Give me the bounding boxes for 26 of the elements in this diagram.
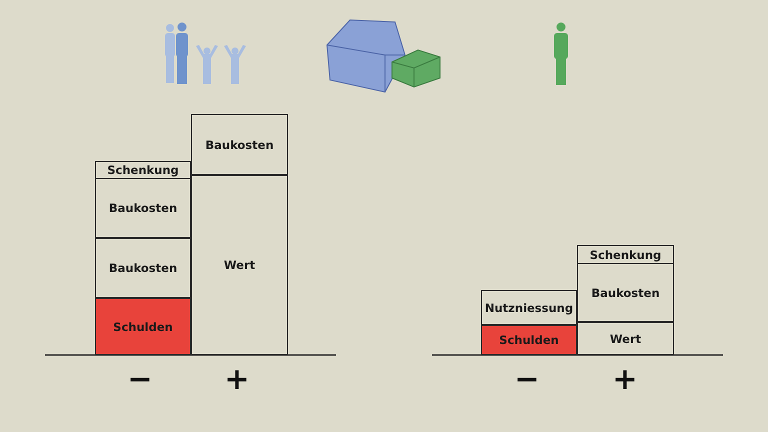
segment-label: Wert xyxy=(610,332,642,346)
segment-label: Baukosten xyxy=(108,201,178,215)
debt-segment xyxy=(481,325,577,355)
bar-segment xyxy=(191,175,288,355)
segment-label: Schenkung xyxy=(590,248,662,262)
sign-label: + xyxy=(612,365,638,395)
bar-segment xyxy=(95,238,191,298)
segment-label: Wert xyxy=(224,258,256,272)
sign-label: − xyxy=(127,365,153,395)
sign-label: + xyxy=(224,365,250,395)
debt-segment xyxy=(95,298,191,355)
bar-segment xyxy=(577,322,674,355)
segment-label: Baukosten xyxy=(205,138,274,152)
bar-segment xyxy=(481,290,577,325)
segment-label: Schulden xyxy=(499,333,559,347)
segment-label: Schenkung xyxy=(107,163,179,177)
bar-segment xyxy=(95,178,191,238)
bar-segment xyxy=(95,161,191,179)
bar-segment xyxy=(577,263,674,322)
segment-label: Baukosten xyxy=(108,261,178,275)
segment-label: Schulden xyxy=(113,320,173,334)
segment-label: Baukosten xyxy=(591,286,660,300)
segment-label: Nutzniessung xyxy=(484,300,574,314)
bar-segment xyxy=(191,114,288,175)
sign-label: − xyxy=(514,365,540,395)
bar-segment xyxy=(577,245,674,264)
